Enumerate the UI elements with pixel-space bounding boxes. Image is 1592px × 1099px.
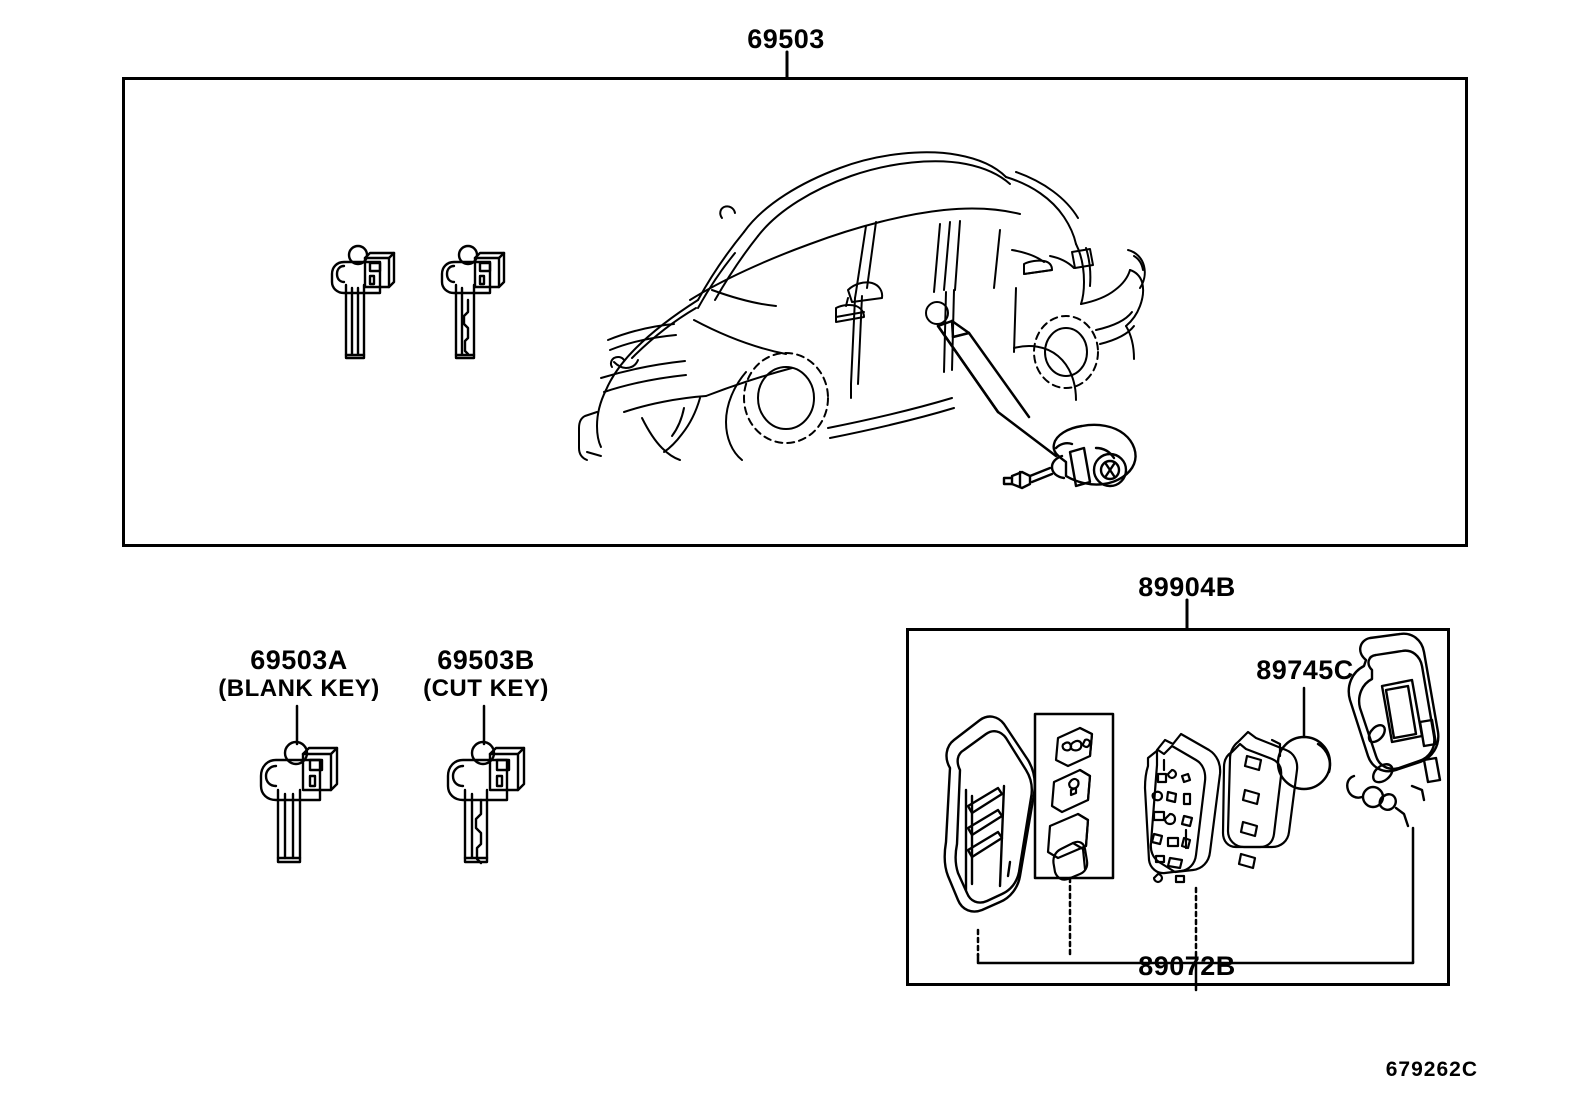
label-69503A: 69503A [250, 645, 348, 675]
label-89072B: 89072B [1138, 951, 1236, 981]
label-89745C: 89745C [1256, 655, 1354, 685]
main-parts-box-69503 [122, 77, 1468, 547]
label-69503B: 69503B [437, 645, 535, 675]
blank-key-illustration [259, 704, 339, 864]
cut-key-illustration [446, 704, 526, 865]
label-89904B: 89904B [1138, 572, 1236, 602]
sheet-id-679262C: 679262C [1385, 1058, 1478, 1081]
label-cut-key-name: (CUT KEY) [423, 675, 549, 702]
label-69503: 69503 [747, 24, 825, 54]
transmitter-parts-box-89904B [906, 628, 1450, 986]
label-blank-key-name: (BLANK KEY) [218, 675, 380, 702]
